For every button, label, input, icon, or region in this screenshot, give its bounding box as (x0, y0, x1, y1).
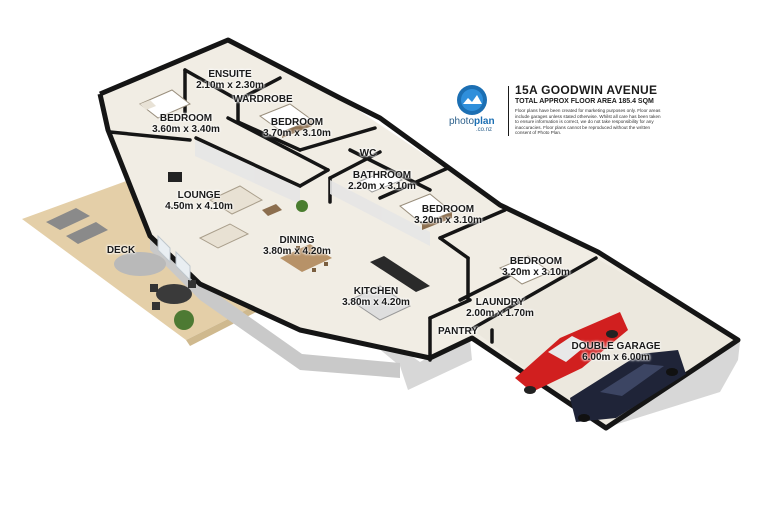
room-dimension: 2.20m x 3.10m (348, 181, 416, 192)
room-label-deck: DECK (107, 245, 135, 256)
room-dimension: 3.60m x 3.40m (152, 124, 220, 135)
room-name: ENSUITE (208, 69, 252, 80)
room-label-wardrobe: WARDROBE (233, 94, 292, 105)
lounge-furniture (168, 172, 282, 249)
room-dimension: 4.50m x 4.10m (165, 201, 233, 212)
room-name: DINING (279, 235, 315, 246)
house-side-wall (108, 92, 740, 428)
room-dimension: 3.20m x 3.10m (414, 215, 482, 226)
room-dimension: 3.80m x 4.20m (263, 246, 331, 257)
disclaimer-text: Floor plans have been created for market… (515, 108, 661, 136)
room-label-bathroom: BATHROOM 2.20m x 3.10m (348, 170, 416, 192)
bed-master-icon (139, 89, 191, 119)
room-label-laundry: LAUNDRY 2.00m x 1.70m (466, 297, 534, 319)
room-name: BEDROOM (159, 113, 213, 124)
kitchen-bench (348, 256, 430, 321)
room-label-kitchen: KITCHEN 3.80m x 4.20m (342, 286, 410, 308)
interior-walls (108, 68, 598, 362)
room-label-pantry: PANTRY (438, 326, 478, 337)
room-label-dining: DINING 3.80m x 4.20m (263, 235, 331, 257)
room-label-garage: DOUBLE GARAGE 6.00m x 6.00m (572, 341, 661, 363)
room-label-lounge: LOUNGE 4.50m x 4.10m (165, 190, 233, 212)
room-dimension: 6.00m x 6.00m (582, 352, 650, 363)
room-label-bedroom-1: BEDROOM 3.60m x 3.40m (152, 113, 220, 135)
floor-area: TOTAL APPROX FLOOR AREA 185.4 SQM (515, 98, 654, 105)
deck-furniture (46, 208, 196, 330)
room-dimension: 3.80m x 4.20m (342, 297, 410, 308)
room-dimension: 3.20m x 3.10m (502, 267, 570, 278)
room-label-ensuite: ENSUITE 2.10m x 2.30m (196, 69, 264, 91)
room-label-bedroom-3: BEDROOM 3.20m x 3.10m (414, 204, 482, 226)
room-name: WARDROBE (233, 94, 293, 105)
header-divider (508, 86, 509, 136)
photoplan-logo (457, 85, 487, 115)
room-label-bedroom-4: BEDROOM 3.20m x 3.10m (502, 256, 570, 278)
deck-plant-icon (174, 310, 194, 330)
room-name: WC (359, 148, 377, 159)
logo-domain: .co.nz (476, 127, 493, 133)
room-dimension: 2.00m x 1.70m (466, 308, 534, 319)
bed-3-icon (399, 193, 453, 230)
bed-4-icon (498, 255, 552, 285)
room-name: BEDROOM (509, 256, 563, 267)
room-name: LAUNDRY (475, 297, 525, 308)
room-dimension: 3.70m x 3.10m (263, 128, 331, 139)
room-name: DECK (106, 245, 136, 256)
dark-car-icon (570, 350, 686, 422)
bed-icons (139, 89, 552, 285)
logo-wordmark: photoplan (449, 116, 495, 127)
room-label-bedroom-2: BEDROOM 3.70m x 3.10m (263, 117, 331, 139)
room-name: BEDROOM (270, 117, 324, 128)
room-name: DOUBLE GARAGE (571, 341, 661, 352)
room-name: LOUNGE (177, 190, 221, 201)
room-name: BEDROOM (421, 204, 475, 215)
red-car-icon (515, 312, 628, 394)
room-name: BATHROOM (352, 170, 412, 181)
plant-icon (296, 200, 308, 212)
room-name: KITCHEN (353, 286, 399, 297)
house-front-wall (150, 232, 400, 378)
windows (157, 234, 191, 282)
bed-2-icon (258, 103, 314, 138)
wall-shading (195, 140, 430, 246)
room-label-wc: WC (360, 148, 377, 159)
property-address: 15A GOODWIN AVENUE (515, 83, 658, 97)
bathtub-icon (356, 169, 404, 193)
dining-table (280, 244, 332, 272)
room-dimension: 2.10m x 2.30m (196, 80, 264, 91)
room-name: PANTRY (438, 326, 478, 337)
umbrella-icon (114, 252, 166, 276)
